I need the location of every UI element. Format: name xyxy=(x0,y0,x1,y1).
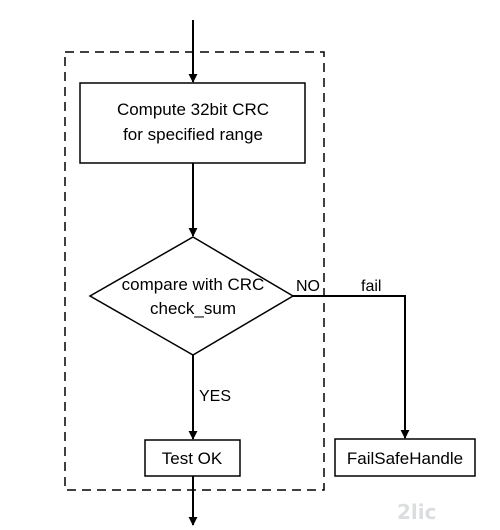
no-branch-arrow xyxy=(293,295,410,439)
failsafe-label: FailSafeHandle xyxy=(347,449,463,468)
compare-decision-diamond xyxy=(88,236,295,356)
dashed-boundary xyxy=(64,51,325,491)
fail-label: fail xyxy=(361,278,381,295)
compare-line1: compare with CRC xyxy=(122,275,265,294)
failsafe-box xyxy=(334,438,476,477)
test-ok-box xyxy=(144,439,241,477)
compare-line2: check_sum xyxy=(150,299,236,318)
test-ok-label: Test OK xyxy=(162,449,223,468)
watermark-logo: 2lic xyxy=(397,500,436,524)
yes-label: YES xyxy=(199,388,231,405)
compute-crc-box xyxy=(79,82,306,164)
no-label: NO xyxy=(296,278,320,295)
compute-crc-line1: Compute 32bit CRC xyxy=(117,100,269,119)
watermark-text: 2lic xyxy=(397,500,436,524)
compute-crc-line2: for specified range xyxy=(123,125,263,144)
